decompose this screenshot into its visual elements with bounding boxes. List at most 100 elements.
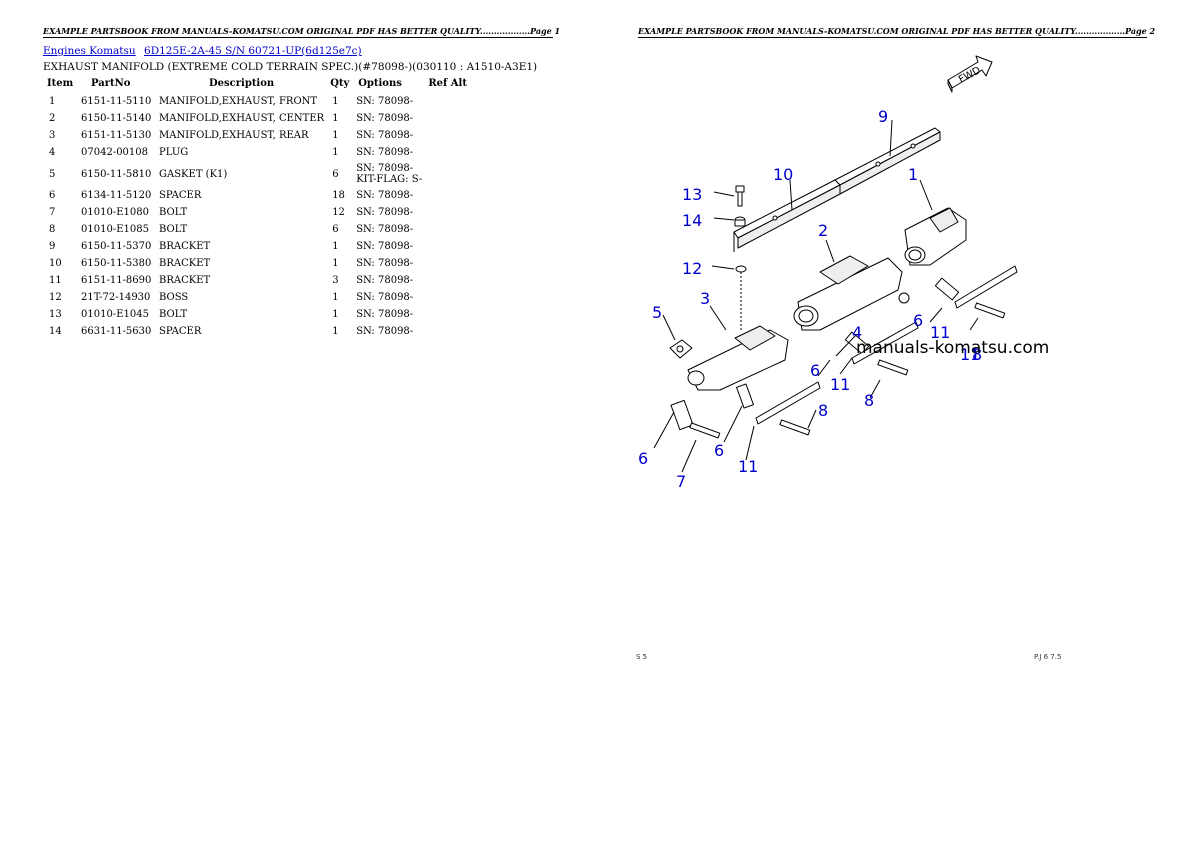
item-cell: 10 [49,258,62,269]
ref-alt-cell [424,323,472,340]
item-cell: 4 [49,147,56,158]
table-header-row: Item PartNo Description Qty Options Ref … [43,77,472,93]
ref-alt-cell [424,238,472,255]
fwd-label: FWD [957,65,983,86]
column-header-options: Options [358,77,402,89]
description-cell: SPACER [159,326,202,337]
item-cell: 7 [49,207,56,218]
item-cell: 11 [49,275,62,286]
callout-8-right: 8 [972,345,982,364]
column-header-qty: Qty [330,77,350,89]
table-row: 7 01010-E1080 BOLT 12 SN: 78098- [43,204,472,221]
item-cell: 5 [49,168,56,180]
options-cell: SN: 78098- [354,255,424,272]
qty-cell: 6 [332,224,339,235]
bracket-11-b [851,321,919,365]
footer-right-code: P.J 6 7.5 [1034,653,1062,661]
watermark-text: manuals-komatsu.com [856,338,1049,358]
callout-4: 4 [852,323,862,342]
item-cell: 6 [49,190,56,201]
callout-6-mid: 6 [810,361,820,380]
bracket-11-a [755,381,821,425]
option-sn: SN: 78098- [356,309,414,320]
callout-5: 5 [652,303,662,322]
ref-alt-cell [424,187,472,204]
option-sn: SN: 78098- [356,258,414,269]
part-number-cell: 07042-00108 [81,147,149,158]
breadcrumb-link-model[interactable]: 6D125E-2A-45 S/N 60721-UP(6d125e7c) [144,45,362,57]
column-header-partno: PartNo [91,77,131,89]
qty-cell: 3 [332,275,339,286]
description-cell: MANIFOLD,EXHAUST, FRONT [159,96,318,107]
description-cell: GASKET (K1) [159,168,228,180]
part-number-cell: 6151-11-5110 [81,96,152,107]
description-cell: SPACER [159,190,202,201]
description-cell: MANIFOLD,EXHAUST, REAR [159,130,309,141]
page2-header: EXAMPLE PARTSBOOK FROM MANUALS-KOMATSU.C… [638,26,1156,36]
description-cell: BOSS [159,292,189,303]
manifold-rear-3 [687,325,789,391]
option-sn: SN: 78098- [356,241,414,252]
item-cell: 3 [49,130,56,141]
ref-alt-cell [424,144,472,161]
callout-9: 9 [878,107,888,126]
item-cell: 12 [49,292,62,303]
qty-cell: 18 [332,190,345,201]
page1-header-rule [43,37,553,38]
qty-cell: 1 [332,130,339,141]
option-sn: SN: 78098- [356,190,414,201]
options-cell: SN: 78098- [354,272,424,289]
breadcrumb-link-engines[interactable]: Engines Komatsu [43,45,136,57]
part-number-cell: 6150-11-5810 [81,168,152,180]
qty-cell: 1 [332,241,339,252]
callout-11-right: 11 [960,345,980,364]
callout-6-lower: 6 [714,441,724,460]
qty-cell: 12 [332,207,345,218]
qty-cell: 1 [332,113,339,124]
description-cell: BOLT [159,207,188,218]
bolt-7 [689,422,721,439]
option-sn: SN: 78098- [356,292,414,303]
callout-2: 2 [818,221,828,240]
bracket-9 [834,127,941,195]
part-number-cell: 6150-11-5140 [81,113,152,124]
callout-8-lower: 8 [818,401,828,420]
options-cell: SN: 78098- [354,238,424,255]
description-cell: BOLT [159,224,188,235]
qty-cell: 1 [332,326,339,337]
qty-cell: 6 [332,168,339,180]
option-sn: SN: 78098- [356,96,414,107]
item-cell: 1 [49,96,56,107]
option-sn: SN: 78098- [356,130,414,141]
part-number-cell: 01010-E1045 [81,309,149,320]
options-cell: SN: 78098- [354,144,424,161]
callout-8-mid: 8 [864,391,874,410]
description-cell: PLUG [159,147,189,158]
parts-table: Item PartNo Description Qty Options Ref … [43,77,472,340]
ref-alt-cell [424,272,472,289]
options-cell: SN: 78098- [354,204,424,221]
item-cell: 13 [49,309,62,320]
spacer-6-d [934,277,960,301]
fwd-arrow-icon: FWD [947,55,993,93]
breadcrumb: Engines Komatsu 6D125E-2A-45 S/N 60721-U… [43,45,367,57]
bracket-11-c [954,265,1018,309]
part-number-cell: 01010-E1085 [81,224,149,235]
callout-7: 7 [676,472,686,491]
ref-alt-cell [424,289,472,306]
options-cell: SN: 78098- [354,306,424,323]
callout-labels: 9 10 1 13 14 2 12 5 3 4 6 11 11 6 11 8 8… [638,107,982,491]
description-cell: BRACKET [159,241,211,252]
callout-12: 12 [682,259,702,278]
boss-12 [735,265,747,273]
part-number-cell: 01010-E1080 [81,207,149,218]
manifold-center-2 [793,255,910,331]
bolt-8-b [877,359,909,376]
